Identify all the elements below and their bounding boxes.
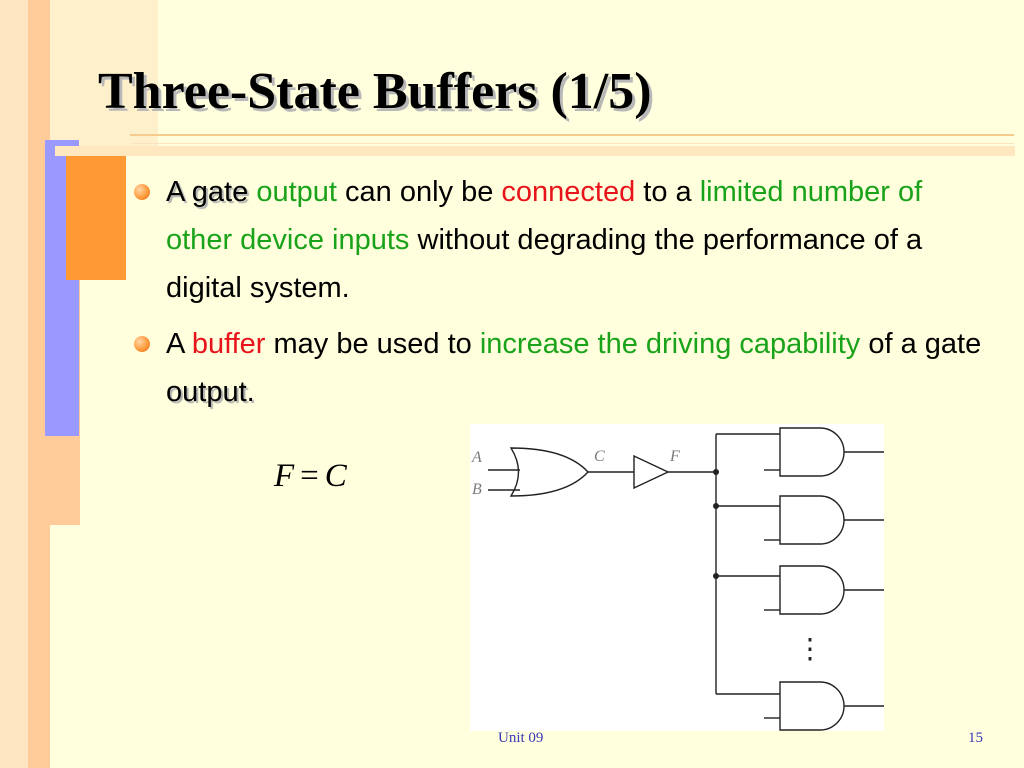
bullet-item: A gate output can only be connected to a… <box>126 168 996 312</box>
deco-bar-light-left <box>0 0 28 768</box>
slide-title: Three-State Buffers (1/5) <box>98 63 652 120</box>
equation: F=C <box>274 458 347 495</box>
footer-page-number: 15 <box>968 730 983 746</box>
buffer-icon <box>633 454 670 490</box>
junction-dot-icon <box>713 573 719 579</box>
label-f: F <box>669 448 680 465</box>
bullet-segment: may be used to <box>265 328 480 360</box>
or-gate-icon <box>509 447 589 497</box>
bullet-dot-icon <box>134 336 150 352</box>
deco-bar-orange-1 <box>28 0 50 768</box>
and-gate-icon <box>779 427 845 477</box>
bullet-segment: output. <box>166 376 255 408</box>
equation-operator: = <box>300 458 319 494</box>
equation-lhs: F <box>274 458 295 494</box>
bullet-segment: A <box>166 328 192 360</box>
label-c: C <box>594 448 605 465</box>
continuation-dots: ⋮ <box>796 632 824 665</box>
bullet-item: A buffer may be used to increase the dri… <box>126 320 996 416</box>
bullet-dot-icon <box>134 184 150 200</box>
bullet-segment: limited number of other device inputs <box>166 176 923 256</box>
junction-dot-icon <box>713 503 719 509</box>
junction-dot-icon <box>713 469 719 475</box>
label-a: A <box>471 449 482 466</box>
deco-bar-pale-band <box>55 146 1015 156</box>
bullet-list: A gate output can only be connected to a… <box>126 168 996 424</box>
bullet-segment: output <box>256 176 337 208</box>
deco-bar-pale-top <box>50 0 158 150</box>
bullet-segment: of a gate <box>860 328 982 360</box>
bullet-segment: can only be <box>336 176 502 208</box>
label-b: B <box>472 481 482 498</box>
bullet-segment: A gate <box>166 176 249 208</box>
bullet-segment: connected <box>501 176 636 208</box>
circuit-svg: A B C F ⋮ <box>471 427 884 731</box>
footer-unit: Unit 09 <box>498 730 544 746</box>
and-gate-icon <box>779 495 845 545</box>
bullet-segment: buffer <box>191 328 266 360</box>
and-gate-icon <box>779 681 845 731</box>
bullet-segment: without degrading the performance of a d… <box>166 224 923 304</box>
bullet-segment: to a <box>635 176 700 208</box>
and-gate-icon <box>779 565 845 615</box>
equation-rhs: C <box>324 458 347 494</box>
title-rule <box>130 134 1014 136</box>
circuit-diagram: A B C F ⋮ <box>470 424 884 731</box>
title-rule-secondary <box>130 143 1014 144</box>
bullet-segment: increase the driving capability <box>479 328 861 360</box>
deco-bar-dark-orange <box>66 150 126 280</box>
